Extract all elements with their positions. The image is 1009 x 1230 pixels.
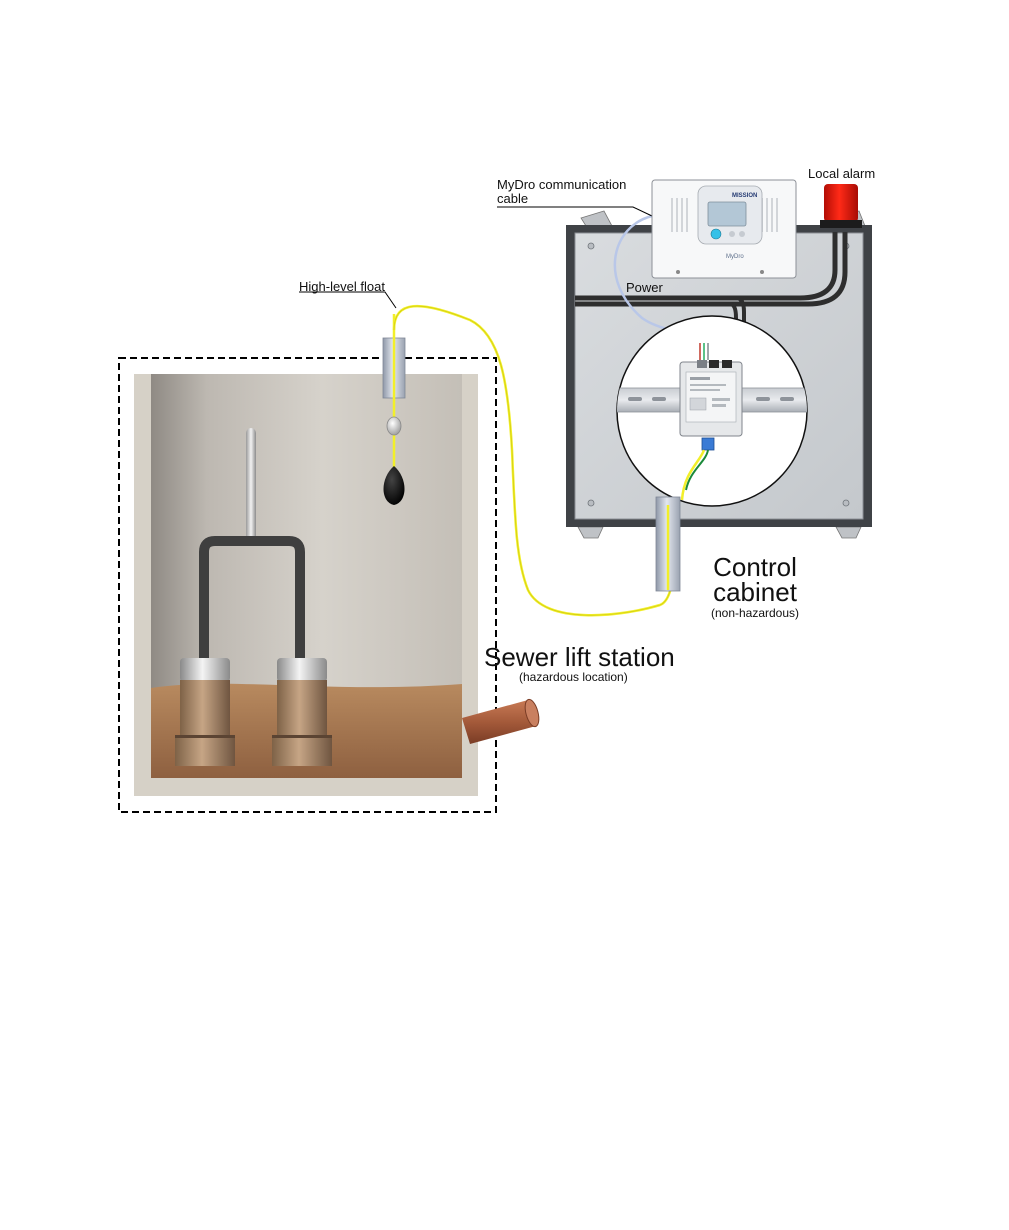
power-label: Power — [626, 280, 663, 295]
control-cabinet-label-line2: cabinet — [700, 578, 810, 606]
pump-icon — [175, 658, 235, 766]
control-cabinet-note: (non-hazardous) — [700, 606, 810, 620]
sewer-lift-station-note: (hazardous location) — [519, 670, 628, 684]
sewer-lift-station-label: Sewer lift station — [484, 643, 675, 671]
sewer-lift-station — [119, 358, 541, 812]
float-weight — [387, 417, 401, 435]
mydro-brand-text: MISSION — [732, 193, 757, 199]
mydro-cable-label-line1: MyDro communication — [497, 177, 626, 192]
high-level-float-label: High-level float — [299, 279, 385, 294]
mydro-cable-label-line2: cable — [497, 191, 528, 206]
local-alarm-label: Local alarm — [808, 166, 875, 181]
level-sensor-rod — [246, 428, 256, 544]
pump-icon — [272, 658, 332, 766]
mydro-model-text: MyDro — [726, 254, 744, 260]
din-rail-module-icon — [680, 360, 742, 436]
alarm-beacon-icon — [820, 184, 862, 228]
mydro-device-icon — [652, 180, 796, 278]
control-cabinet — [497, 180, 872, 591]
